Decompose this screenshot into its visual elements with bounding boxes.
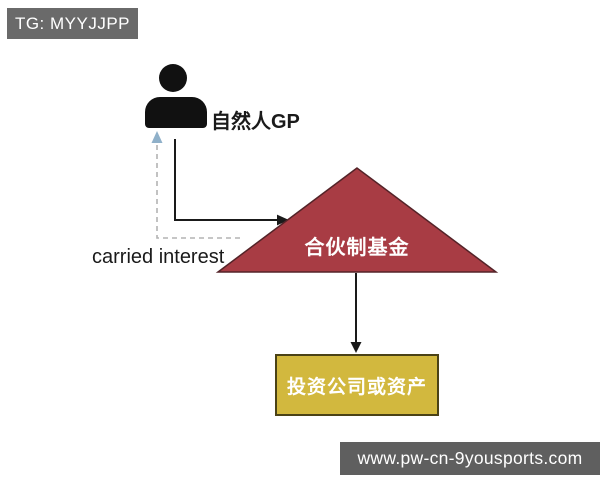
person-silhouette-icon [159, 64, 187, 92]
fund-triangle-shape [215, 167, 499, 273]
carried-interest-dashed-line [156, 141, 240, 239]
website-badge: www.pw-cn-9yousports.com [340, 442, 600, 475]
carried-interest-arrowhead [151, 131, 163, 143]
asset-node-label: 投资公司或资产 [286, 376, 427, 398]
gp-to-fund-arrow-line [174, 139, 278, 221]
fund-node-label: 合伙制基金 [304, 237, 410, 259]
person-silhouette-icon-body [145, 97, 207, 128]
gp-to-fund-arrowhead [277, 214, 289, 226]
carried-interest-label: carried interest [92, 246, 225, 268]
fund-to-asset-arrowhead [350, 342, 362, 353]
asset-node: 投资公司或资产 [275, 354, 439, 416]
gp-node-label: 自然人GP [211, 111, 300, 133]
telegram-badge: TG: MYYJJPP [7, 8, 138, 39]
